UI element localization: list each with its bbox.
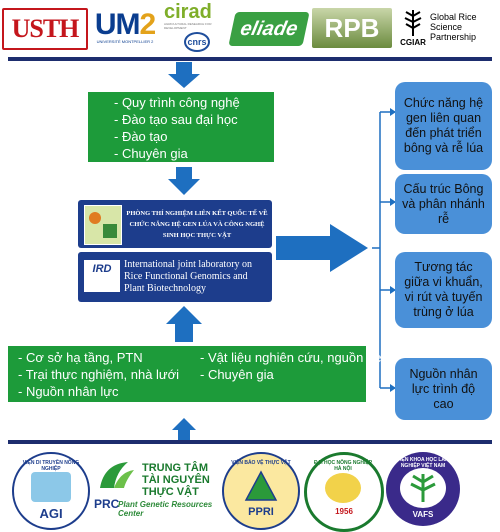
rpb-logo: RPB	[312, 8, 392, 48]
ppri-logo: VIỆN BẢO VỆ THỰC VẬT PPRI	[222, 452, 300, 530]
usth-logo: USTH	[2, 8, 88, 50]
cirad-logo-text: cirad	[164, 1, 212, 23]
um2-logo: UM2 UNIVERSITÉ MONTPELLIER 2	[90, 2, 160, 52]
agi-logo-ring-text: VIỆN DI TRUYỀN NÔNG NGHIỆP	[22, 460, 80, 472]
um2-logo-subtitle: UNIVERSITÉ MONTPELLIER 2	[96, 38, 154, 44]
vafs-logo-ring-text: VIỆN KHOA HỌC LÂM NGHIỆP VIỆT NAM	[396, 457, 450, 469]
lab-vietnamese-title: PHÒNG THÍ NGHIỆM LIÊN KẾT QUỐC TẾ VỀ CHỨ…	[126, 210, 268, 239]
hua-logo: ĐẠI HỌC NÔNG NGHIỆP HÀ NỘI 1956	[304, 452, 384, 532]
output-box-human-resources: Nguồn nhân lực trình độ cao	[395, 358, 492, 420]
cgiar-logo-text: CGIAR	[400, 37, 426, 47]
vafs-logo: VIỆN KHOA HỌC LÂM NGHIỆP VIỆT NAM VAFS	[386, 452, 460, 526]
inputs-top-item: - Chuyên gia	[114, 146, 188, 161]
top-divider	[8, 57, 492, 61]
hua-emblem-icon	[325, 473, 361, 503]
prc-title: TRUNG TÂM TÀI NGUYÊN THỰC VẬT	[142, 462, 210, 498]
arrow-up-lower	[172, 418, 196, 440]
output-box-interaction: Tương tác giữa vi khuẩn, vi rút và tuyến…	[395, 252, 492, 328]
agi-logo-text: AGI	[39, 506, 63, 521]
agi-emblem-icon	[31, 472, 71, 502]
inputs-top-box: - Quy trình công nghệ - Đào tạo sau đại …	[88, 92, 274, 162]
hua-logo-year: 1956	[335, 507, 353, 516]
bottom-divider	[8, 440, 492, 444]
inputs-bottom-left-item: - Cơ sở hạ tầng, PTN	[18, 350, 143, 365]
usth-logo-text: USTH	[11, 14, 80, 43]
bracket-arrowhead-2	[390, 198, 396, 206]
hua-logo-ring-text: ĐẠI HỌC NÔNG NGHIỆP HÀ NỘI	[313, 460, 373, 472]
output-text: Chức năng hệ gen liên quan đến phát triể…	[403, 96, 484, 155]
vafs-emblem-icon	[400, 468, 446, 508]
bracket-arrowhead-1	[390, 108, 396, 116]
rpb-logo-text: RPB	[324, 12, 380, 43]
grisp-logo-text: Global Rice Science Partnership	[430, 12, 477, 42]
cgiar-logo: CGIAR	[398, 2, 428, 52]
arrow-up-bottom	[166, 306, 202, 342]
ppri-logo-text: PPRI	[248, 506, 274, 518]
lab-vietnamese-box: PHÒNG THÍ NGHIỆM LIÊN KẾT QUỐC TẾ VỀ CHỨ…	[78, 200, 272, 248]
output-text: Cấu trúc Bông và phân nhánh rễ	[402, 181, 485, 226]
inputs-top-item: - Đào tạo sau đại học	[114, 112, 238, 127]
prc-abbr: PRC	[94, 497, 120, 511]
agi-logo: VIỆN DI TRUYỀN NÔNG NGHIỆP AGI	[12, 452, 90, 530]
um2-logo-text: UM2	[94, 7, 156, 41]
arrow-down-top	[168, 62, 200, 88]
inputs-top-item: - Đào tạo	[114, 129, 168, 144]
lab-english-title: International joint laboratory on Rice F…	[124, 259, 253, 294]
cnrs-logo-text: cnrs	[187, 37, 207, 47]
ird-logo-text: IRD	[92, 263, 112, 275]
bracket-arrowhead-3	[390, 286, 396, 294]
bracket-line	[372, 111, 395, 389]
prc-subtitle: Plant Genetic Resources Center	[118, 500, 213, 518]
inputs-bottom-right-item: - Chuyên gia	[200, 367, 274, 382]
prc-leaf-icon	[100, 462, 134, 488]
output-text: Nguồn nhân lực trình độ cao	[409, 366, 478, 411]
inputs-bottom-box: - Cơ sở hạ tầng, PTN - Trại thực nghiệm,…	[8, 346, 389, 402]
cirad-logo: cirad AGRICULTURAL RESEARCH FOR DEVELOPM…	[164, 2, 226, 52]
cnrs-logo: cnrs	[184, 32, 210, 52]
vafs-logo-text: VAFS	[412, 510, 434, 519]
prc-emblem: PRC	[94, 458, 138, 511]
lab-english-box: IRD International joint laboratory on Ri…	[78, 252, 272, 302]
inputs-top-item: - Quy trình công nghệ	[114, 95, 240, 110]
arrow-right-main	[276, 224, 368, 272]
output-text: Tương tác giữa vi khuẩn, vi rút và tuyến…	[404, 260, 483, 319]
bracket-arrowhead-4	[390, 384, 396, 392]
ppri-logo-ring-text: VIỆN BẢO VỆ THỰC VẬT	[231, 460, 291, 466]
ird-logo: IRD	[84, 260, 120, 292]
cgiar-leaf-icon	[404, 9, 422, 36]
inputs-bottom-right-item: - Vật liệu nghiên cứu, nguồn gen	[200, 350, 389, 365]
output-box-gene-function: Chức năng hệ gen liên quan đến phát triể…	[395, 82, 492, 170]
grisp-logo: Global Rice Science Partnership	[430, 2, 498, 52]
ppri-triangle-icon	[244, 470, 278, 501]
cirad-logo-subtitle: AGRICULTURAL RESEARCH FOR DEVELOPMENT	[164, 22, 212, 30]
inputs-bottom-left-item: - Trại thực nghiệm, nhà lưới	[18, 367, 180, 382]
output-box-structure: Cấu trúc Bông và phân nhánh rễ	[395, 174, 492, 234]
lab-logo-image	[84, 205, 122, 245]
arrow-down-middle	[168, 167, 200, 195]
inputs-bottom-left-item: - Nguồn nhân lực	[18, 384, 119, 399]
